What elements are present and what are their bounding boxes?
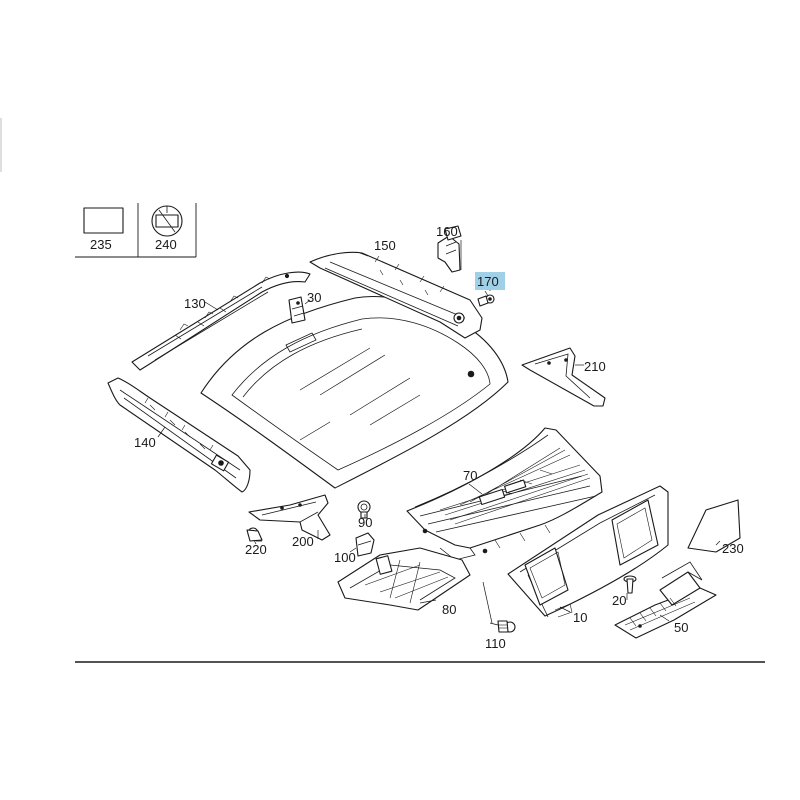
rectangle-pad-icon xyxy=(83,207,124,234)
part-230-pad xyxy=(687,499,741,553)
part-110-screw xyxy=(497,620,516,633)
callout-50[interactable]: 50 xyxy=(674,620,688,635)
part-170-screw xyxy=(477,294,495,307)
callout-200[interactable]: 200 xyxy=(292,534,314,549)
part-130-trim-strip xyxy=(131,271,311,371)
legend-table: 235 240 xyxy=(75,203,197,258)
legend-number-240: 240 xyxy=(155,237,177,252)
part-220-screw xyxy=(246,527,263,542)
callout-130[interactable]: 130 xyxy=(184,296,206,311)
part-150-trim-strip xyxy=(309,251,483,339)
rear-window-glass xyxy=(200,295,509,489)
part-90-clip xyxy=(357,500,371,519)
callout-170-highlight xyxy=(475,272,505,290)
callout-220[interactable]: 220 xyxy=(245,542,267,557)
part-210-side-trim xyxy=(521,347,606,407)
callout-210[interactable]: 210 xyxy=(584,359,606,374)
part-70-rear-shelf xyxy=(406,427,603,561)
callout-labels: 10 20 30 50 70 80 90 100 110 130 140 150… xyxy=(134,224,744,651)
part-20-pin xyxy=(623,575,637,594)
legend-number-235: 235 xyxy=(90,237,112,252)
callout-100[interactable]: 100 xyxy=(334,550,356,565)
clip-icon xyxy=(151,205,183,237)
part-200-bracket xyxy=(248,494,331,541)
callout-140[interactable]: 140 xyxy=(134,435,156,450)
callout-90[interactable]: 90 xyxy=(358,515,372,530)
part-10-trim-panel xyxy=(507,485,669,618)
callout-170[interactable]: 170 xyxy=(477,274,499,289)
callout-30[interactable]: 30 xyxy=(307,290,321,305)
part-30-bracket xyxy=(288,296,306,324)
callout-20[interactable]: 20 xyxy=(612,593,626,608)
callout-160[interactable]: 160 xyxy=(436,224,458,239)
callout-10[interactable]: 10 xyxy=(573,610,587,625)
callout-230[interactable]: 230 xyxy=(722,541,744,556)
callout-80[interactable]: 80 xyxy=(442,602,456,617)
callout-110[interactable]: 110 xyxy=(485,636,506,651)
part-140-trim-panel xyxy=(107,377,251,493)
part-50-housing xyxy=(614,561,717,639)
part-160-clip xyxy=(437,225,462,273)
callout-70[interactable]: 70 xyxy=(463,468,477,483)
part-80-tray xyxy=(337,547,471,611)
callout-150[interactable]: 150 xyxy=(374,238,396,253)
part-100-block xyxy=(355,532,375,557)
